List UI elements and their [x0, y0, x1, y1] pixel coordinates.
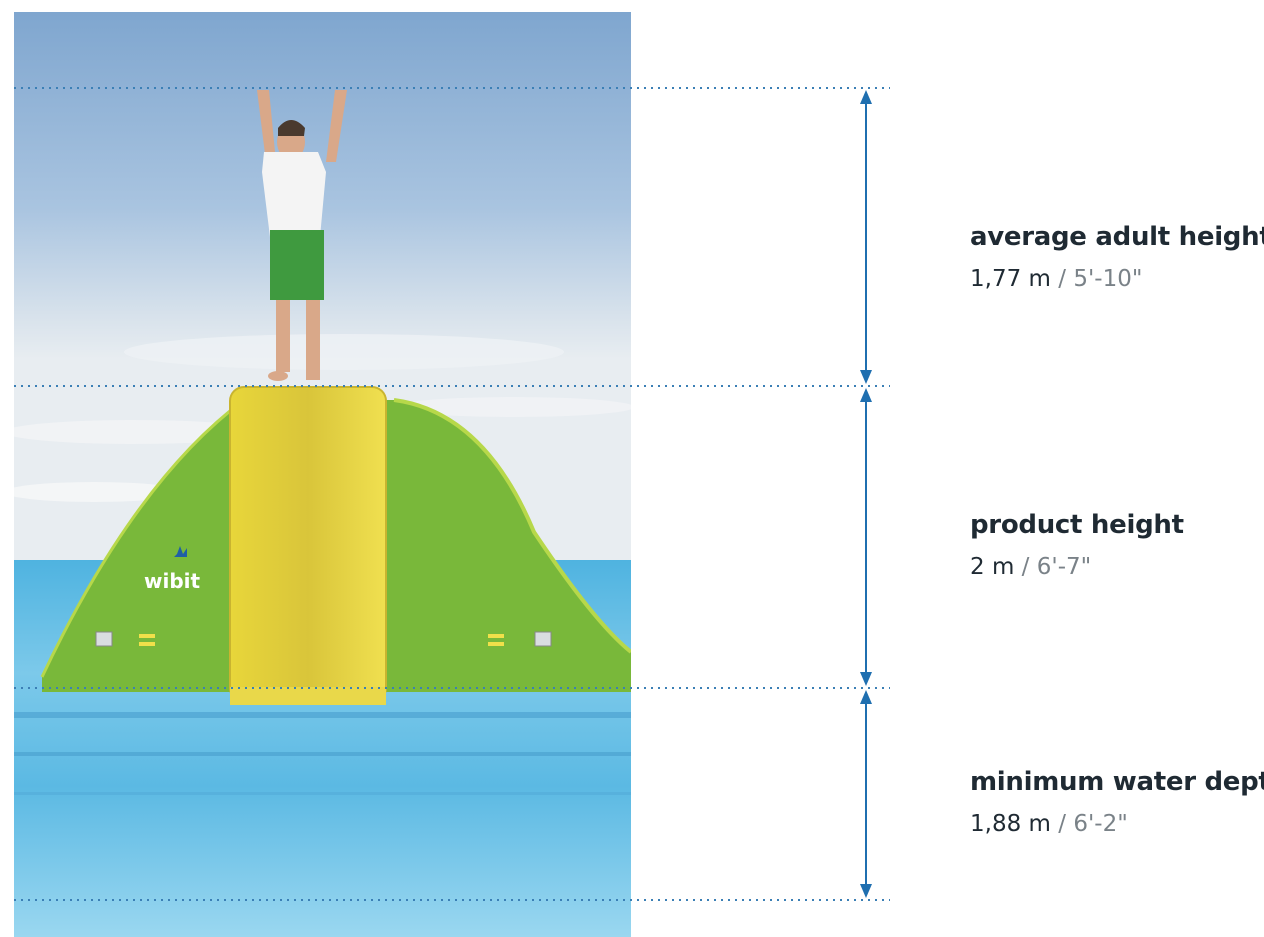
label-average-adult-height: average adult height 1,77 m / 5'-10": [970, 222, 1264, 292]
imperial-value: 5'-10": [1073, 266, 1143, 292]
value-separator: /: [1058, 266, 1066, 292]
measurement-value: 2 m / 6'-7": [970, 554, 1184, 580]
measurement-title: average adult height: [970, 222, 1264, 252]
arrow-adult-height: [860, 90, 872, 384]
arrow-product-height: [860, 388, 872, 686]
imperial-value: 6'-7": [1036, 554, 1092, 580]
adult-figure: [257, 90, 347, 381]
imperial-value: 6'-2": [1073, 811, 1128, 837]
arrow-water-depth: [860, 690, 872, 898]
value-separator: /: [1058, 811, 1066, 837]
label-product-height: product height 2 m / 6'-7": [970, 510, 1184, 580]
water-ripple: [14, 712, 631, 718]
cloud: [394, 397, 631, 417]
product-scene-image: wibit: [14, 12, 631, 937]
measurement-title: minimum water depth: [970, 767, 1264, 797]
brand-hand-icon: [174, 546, 187, 557]
metric-value: 1,77 m: [970, 266, 1051, 292]
metric-value: 2 m: [970, 554, 1015, 580]
water-ripple: [14, 752, 631, 756]
measurement-value: 1,88 m / 6'-2": [970, 811, 1264, 837]
water-slide: [40, 386, 631, 705]
metric-value: 1,88 m: [970, 811, 1051, 837]
cloud: [124, 334, 564, 370]
measurement-title: product height: [970, 510, 1184, 540]
measurement-value: 1,77 m / 5'-10": [970, 266, 1264, 292]
cloud: [14, 482, 184, 502]
brand-logo: wibit: [144, 569, 201, 593]
label-minimum-water-depth: minimum water depth 1,88 m / 6'-2": [970, 767, 1264, 837]
water-ripple: [14, 792, 631, 795]
value-separator: /: [1021, 554, 1030, 580]
